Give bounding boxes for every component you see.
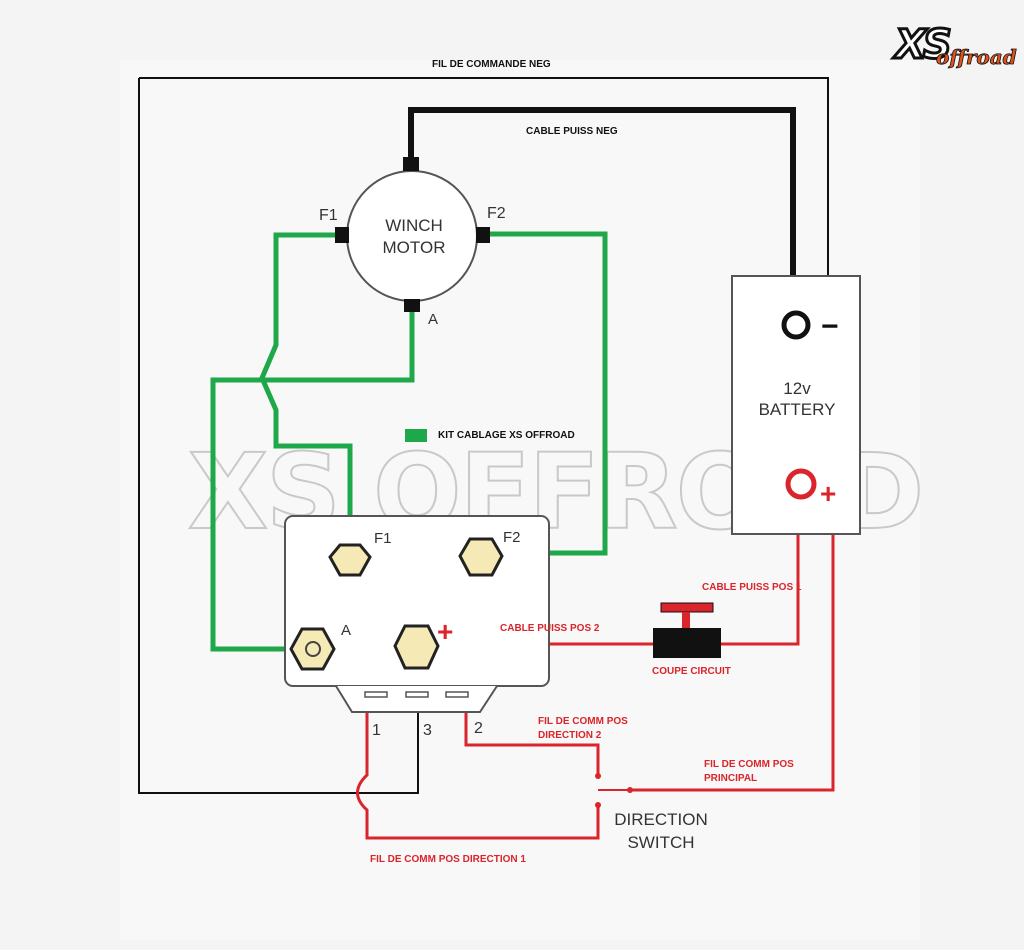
solenoid-stud-f2 [458, 537, 504, 577]
label-direction-2-line2: DIRECTION 2 [538, 730, 602, 741]
battery: − 12v BATTERY + [731, 275, 861, 535]
wire-f2-green [482, 231, 608, 556]
solenoid-a-label: A [341, 622, 351, 639]
label-power-negative: CABLE PUISS NEG [526, 126, 618, 137]
solenoid-f1-label: F1 [374, 530, 392, 547]
solenoid-plus-sign: + [437, 616, 453, 647]
breaker-body [653, 628, 721, 658]
motor-terminal-a [404, 299, 420, 312]
switch-label-line1: DIRECTION [614, 810, 708, 829]
label-breaker: COUPE CIRCUIT [652, 666, 731, 677]
battery-negative-terminal [781, 310, 811, 340]
motor-terminal-f1 [335, 227, 349, 243]
battery-plus-sign: + [820, 478, 836, 509]
label-main-line2: PRINCIPAL [704, 773, 757, 784]
switch-contact-bottom [595, 802, 601, 808]
legend-label-kit: KIT CABLAGE XS OFFROAD [438, 430, 575, 441]
wire-direction-1 [356, 697, 600, 840]
label-direction-2-line1: FIL DE COMM POS [538, 716, 628, 727]
battery-positive-terminal [785, 468, 817, 500]
label-power-positive-1: CABLE PUISS POS 1 [702, 582, 802, 593]
connector-pin-1 [364, 691, 388, 698]
motor-f1-label: F1 [319, 207, 338, 224]
battery-label-line2: BATTERY [759, 400, 836, 419]
solenoid-stud-positive [393, 624, 440, 670]
motor-a-label: A [428, 311, 438, 328]
connector-pin-3 [405, 691, 429, 698]
xs-offroad-logo: XS offroad [891, 21, 1018, 70]
wire-power-positive-1 [720, 497, 800, 646]
wire-power-negative [408, 107, 796, 318]
label-direction-1: FIL DE COMM POS DIRECTION 1 [370, 854, 526, 865]
logo-offroad-text: offroad [936, 45, 1017, 69]
switch-contact-top [595, 773, 601, 779]
connector-pin-2 [445, 691, 469, 698]
direction-switch: DIRECTION SWITCH [595, 773, 708, 852]
pin-3-label: 3 [423, 722, 432, 739]
wire-f1-green [259, 232, 353, 540]
battery-minus-sign: − [821, 310, 839, 343]
label-command-negative: FIL DE COMMANDE NEG [432, 59, 551, 70]
solenoid-f2-label: F2 [503, 529, 521, 546]
battery-label-line1: 12v [783, 379, 811, 398]
logo-xs-text: XS [892, 22, 950, 68]
pin-1-label: 1 [372, 722, 381, 739]
legend-swatch-kit [405, 429, 427, 442]
kit-wires [210, 231, 608, 652]
solenoid-connector-base [335, 685, 498, 713]
switch-label-line2: SWITCH [627, 833, 694, 852]
solenoid-stud-f1 [328, 543, 372, 577]
motor-terminal-top [403, 157, 419, 171]
winch-motor-body [346, 170, 478, 302]
breaker-stem [682, 612, 690, 628]
label-main-line1: FIL DE COMM POS [704, 759, 794, 770]
motor-terminal-f2 [476, 227, 490, 243]
label-power-positive-2: CABLE PUISS POS 2 [500, 623, 600, 634]
wire-a-green [210, 310, 415, 652]
solenoid-stud-a [289, 627, 336, 671]
solenoid-box: F1 F2 A + 1 3 2 [284, 515, 550, 739]
circuit-breaker [653, 602, 721, 658]
breaker-button [660, 602, 714, 613]
motor-label-line2: MOTOR [383, 238, 446, 257]
winch-motor: WINCH MOTOR F1 F2 A [319, 157, 506, 328]
motor-label-line1: WINCH [385, 216, 443, 235]
pin-2-label: 2 [474, 720, 483, 737]
motor-f2-label: F2 [487, 205, 506, 222]
solenoid-stud-a-inner [305, 641, 321, 657]
wire-direction-2 [464, 697, 600, 776]
